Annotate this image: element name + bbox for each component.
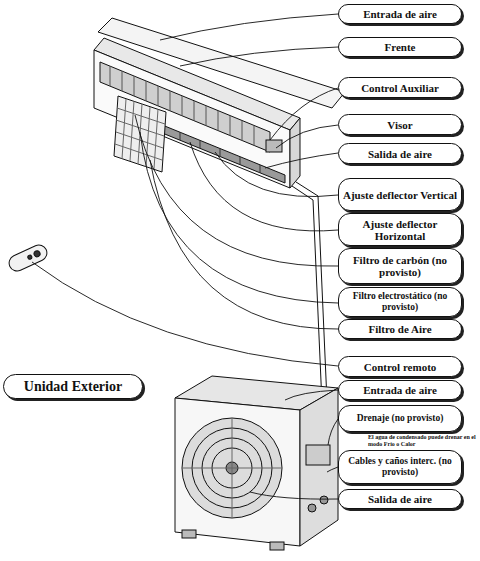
service-valve [320,496,328,504]
leader-line [265,153,338,168]
part-label: Ajuste deflector Horizontal [339,218,461,242]
fan-grille [182,418,282,518]
louver-lines [160,124,260,173]
label-box: Filtro electrostático (no provisto) [338,287,462,317]
outdoor-side [300,388,338,546]
remote-button [27,254,32,259]
part-label: Salida de aire [368,493,432,505]
part-label: Filtro de Aire [368,323,431,335]
label-box: Ajuste deflector Horizontal [338,213,462,246]
label-box: Cables y caños interc. (no provisto) [338,450,462,484]
label-box: Filtro de carbón (no provisto) [338,248,462,284]
label-box: Ajuste deflector Vertical [338,178,462,211]
part-label: Filtro de carbón (no provisto) [339,254,461,278]
part-label: Salida de aire [368,148,432,160]
leader-line [160,14,338,40]
unit-foot [182,530,196,538]
leader-line [215,152,338,197]
leader-line [140,132,338,303]
part-label: Drenaje (no provisto) [357,413,444,424]
label-box: Salida de aire [338,143,462,164]
remote-button [33,250,41,258]
leader-line [328,419,338,445]
label-box: Salida de aire [338,489,462,509]
part-label: Control Auxiliar [361,82,439,94]
display-panel [266,140,282,152]
unit-side [290,118,300,188]
fan-grille-bars [182,418,282,518]
remote-body [6,242,49,273]
label-box: Entrada de aire [338,4,462,24]
leader-line [250,492,338,499]
note-text: El agua de condensado puede drenar en el… [368,434,480,448]
part-label: Control remoto [364,361,437,373]
label-box: Visor [338,114,462,135]
leader-line [276,125,338,148]
leader-line [135,115,338,266]
part-label: Visor [387,119,412,131]
unit-foot [270,542,284,550]
label-box: Drenaje (no provisto) [338,405,462,432]
part-label: Filtro electrostático (no provisto) [339,291,461,313]
unit-front [94,50,290,188]
label-box: Control Auxiliar [338,77,462,98]
leader-line [32,262,338,366]
leader-line [327,467,338,472]
outdoor-unit [175,376,338,550]
part-label: Unidad Exterior [24,379,122,395]
leader-line [180,47,338,66]
service-valve [308,504,316,512]
service-valve-cover [306,445,330,465]
part-label: Entrada de aire [363,384,437,396]
remote-control [6,242,49,273]
part-label: Cables y caños interc. (no provisto) [339,456,461,478]
indoor-unit [94,18,345,188]
label-box: Unidad Exterior [3,374,143,399]
label-box: Control remoto [338,356,462,377]
leader-line [190,142,338,231]
label-box: Entrada de aire [338,380,462,400]
label-box: Frente [338,37,462,57]
part-label: Entrada de aire [363,8,437,20]
leader-lines [32,14,338,499]
leader-line [150,160,338,329]
outdoor-front [175,398,300,546]
part-label: Ajuste deflector Vertical [343,189,457,201]
air-outlet [150,120,285,183]
label-box: Filtro de Aire [338,319,462,339]
leader-line [285,390,338,400]
part-label: Frente [385,41,416,53]
